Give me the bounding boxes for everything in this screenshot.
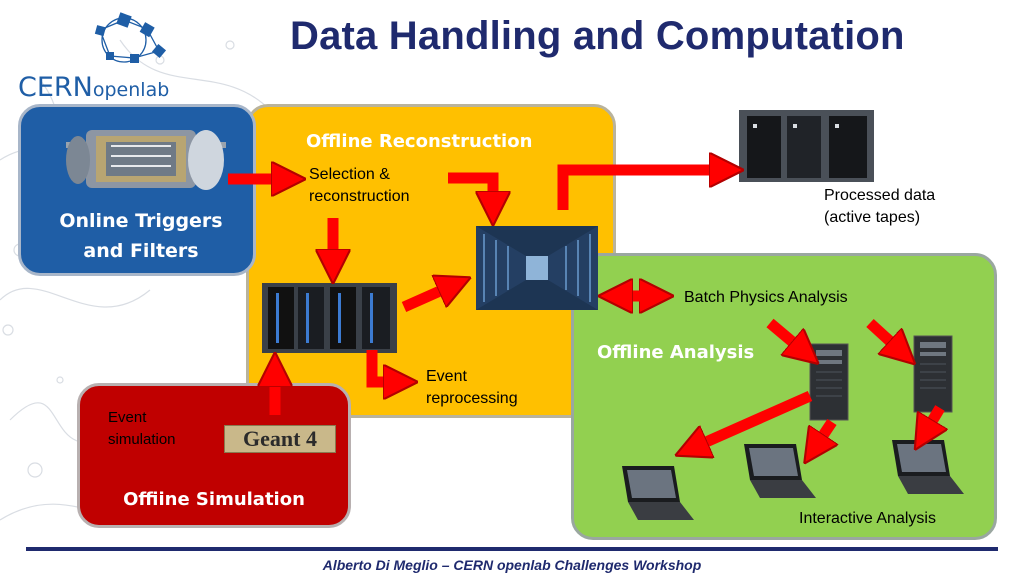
event-simulation-line1: Event [108, 409, 147, 426]
footer-text: Alberto Di Meglio – CERN openlab Challen… [322, 557, 702, 573]
arrow-tower2-to-laptop3 [922, 405, 940, 438]
offline-analysis-title: Offline Analysis [597, 342, 755, 363]
batch-physics-analysis-label: Batch Physics Analysis [684, 289, 848, 306]
server-rack-image [262, 283, 397, 353]
geant4-logo: Geant 4 [224, 425, 336, 453]
arrow-batch-to-tower2 [866, 318, 905, 355]
interactive-analysis-label: Interactive Analysis [799, 510, 936, 527]
geant4-logo-text: Geant 4 [243, 426, 317, 451]
arrow-server-to-datacenter [401, 283, 458, 313]
processed-data-line1: Processed data [824, 187, 936, 204]
arrow-selection-to-datacenter [448, 172, 493, 212]
offline-simulation-title: Offiine Simulation [123, 489, 305, 510]
event-reprocessing-line2: reprocessing [426, 390, 518, 407]
arrow-datacenter-to-processed [557, 170, 730, 210]
offline-reconstruction-title: Offline Reconstruction [306, 131, 533, 152]
processed-data-line2: (active tapes) [824, 209, 921, 226]
page-title: Data Handling and Computation [290, 14, 905, 58]
event-reprocessing-line1: Event [426, 368, 467, 385]
offline-simulation-box [77, 383, 351, 528]
logo-sub: openlab [92, 79, 170, 101]
laptop-1 [622, 466, 694, 520]
laptop-2 [744, 444, 816, 498]
event-simulation-line2: simulation [108, 431, 176, 448]
tower-server-2 [913, 335, 953, 413]
arrow-batch-to-tower1 [766, 318, 808, 355]
processed-data-server-image [739, 110, 874, 182]
data-center-image [476, 226, 598, 310]
online-triggers-line2: and Filters [83, 240, 199, 262]
selection-label-line2: reconstruction [309, 188, 410, 205]
selection-label-line1: Selection & [309, 166, 390, 183]
cern-openlab-logo: CERNopenlab [18, 10, 188, 103]
footer-divider [26, 547, 998, 551]
arrow-tower1-to-laptop1 [688, 390, 813, 450]
arrow-tower1-to-laptop2 [812, 418, 832, 452]
logo-brand: CERN [18, 72, 93, 103]
detector-image [66, 130, 226, 190]
logo-network-icon [94, 12, 167, 63]
tower-server-1 [809, 343, 849, 421]
arrow-server-to-reprocessing [366, 350, 404, 382]
online-triggers-line1: Online Triggers [59, 210, 223, 232]
